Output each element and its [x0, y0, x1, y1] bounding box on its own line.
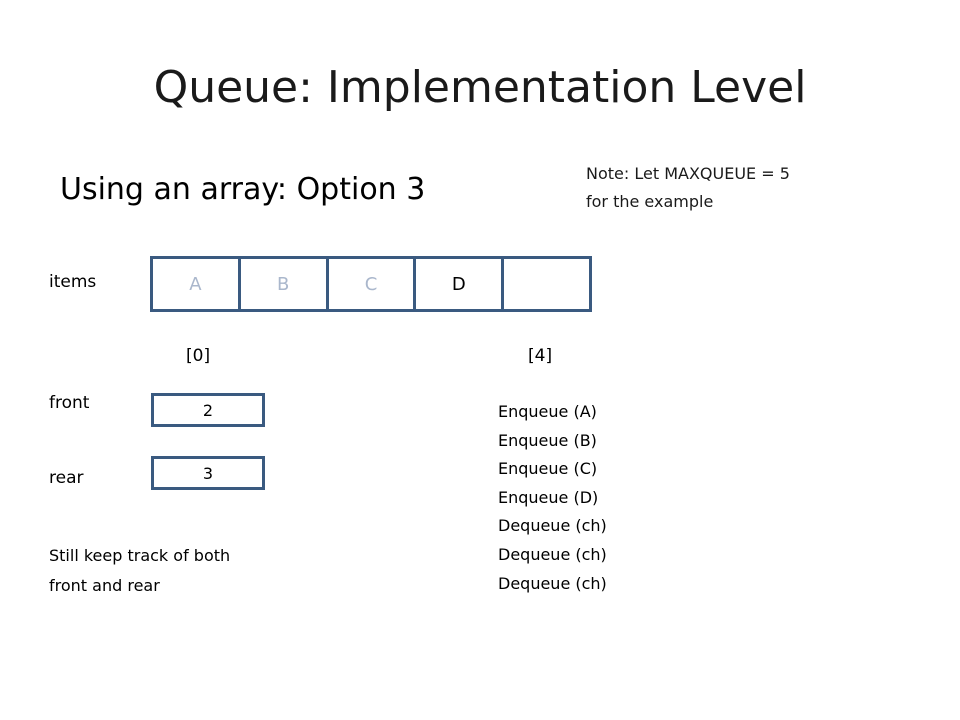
operations-list: Enqueue (A) Enqueue (B) Enqueue (C) Enqu… [498, 398, 607, 598]
array-cell-0: A [153, 259, 241, 309]
slide-title: Queue: Implementation Level [153, 62, 807, 113]
note-line-1: Note: Let MAXQUEUE = 5 [586, 164, 790, 183]
footnote-line-2: front and rear [49, 576, 160, 595]
operation-item: Dequeue (ch) [498, 516, 607, 536]
operation-item: Enqueue (B) [498, 430, 597, 450]
operation-item: Dequeue (ch) [498, 573, 607, 593]
array-cell-1: B [241, 259, 329, 309]
note: Note: Let MAXQUEUE = 5 for the example [586, 160, 790, 216]
front-label: front [49, 393, 90, 413]
operation-item: Dequeue (ch) [498, 544, 607, 564]
front-value-box: 2 [151, 393, 265, 427]
items-label: items [49, 272, 97, 292]
operation-item: Enqueue (A) [498, 402, 597, 421]
note-line-2: for the example [586, 192, 714, 211]
operation-item: Enqueue (D) [498, 487, 599, 507]
array-cell-2: C [329, 259, 417, 309]
rear-label: rear [49, 468, 84, 488]
items-array: A B C D [150, 256, 592, 312]
array-cell-3: D [416, 259, 505, 309]
operation-item: Enqueue (C) [498, 459, 598, 479]
index-last-label: [4] [528, 346, 553, 366]
footnote: Still keep track of both front and rear [49, 541, 230, 601]
index-first-label: [0] [186, 346, 211, 366]
array-cell-4 [504, 259, 589, 309]
footnote-line-1: Still keep track of both [49, 546, 231, 565]
rear-value-box: 3 [151, 456, 265, 490]
subtitle: Using an array: Option 3 [60, 172, 426, 207]
